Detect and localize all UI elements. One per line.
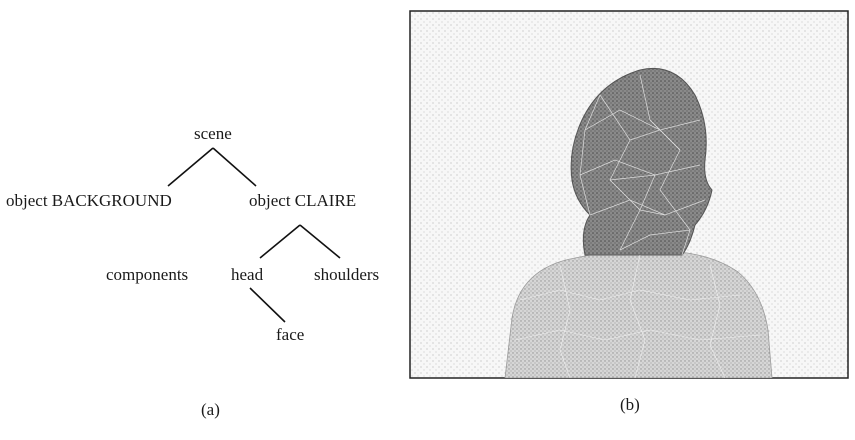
torso-shape — [505, 252, 772, 378]
caption-a: (a) — [201, 400, 220, 420]
caption-b: (b) — [620, 395, 640, 415]
